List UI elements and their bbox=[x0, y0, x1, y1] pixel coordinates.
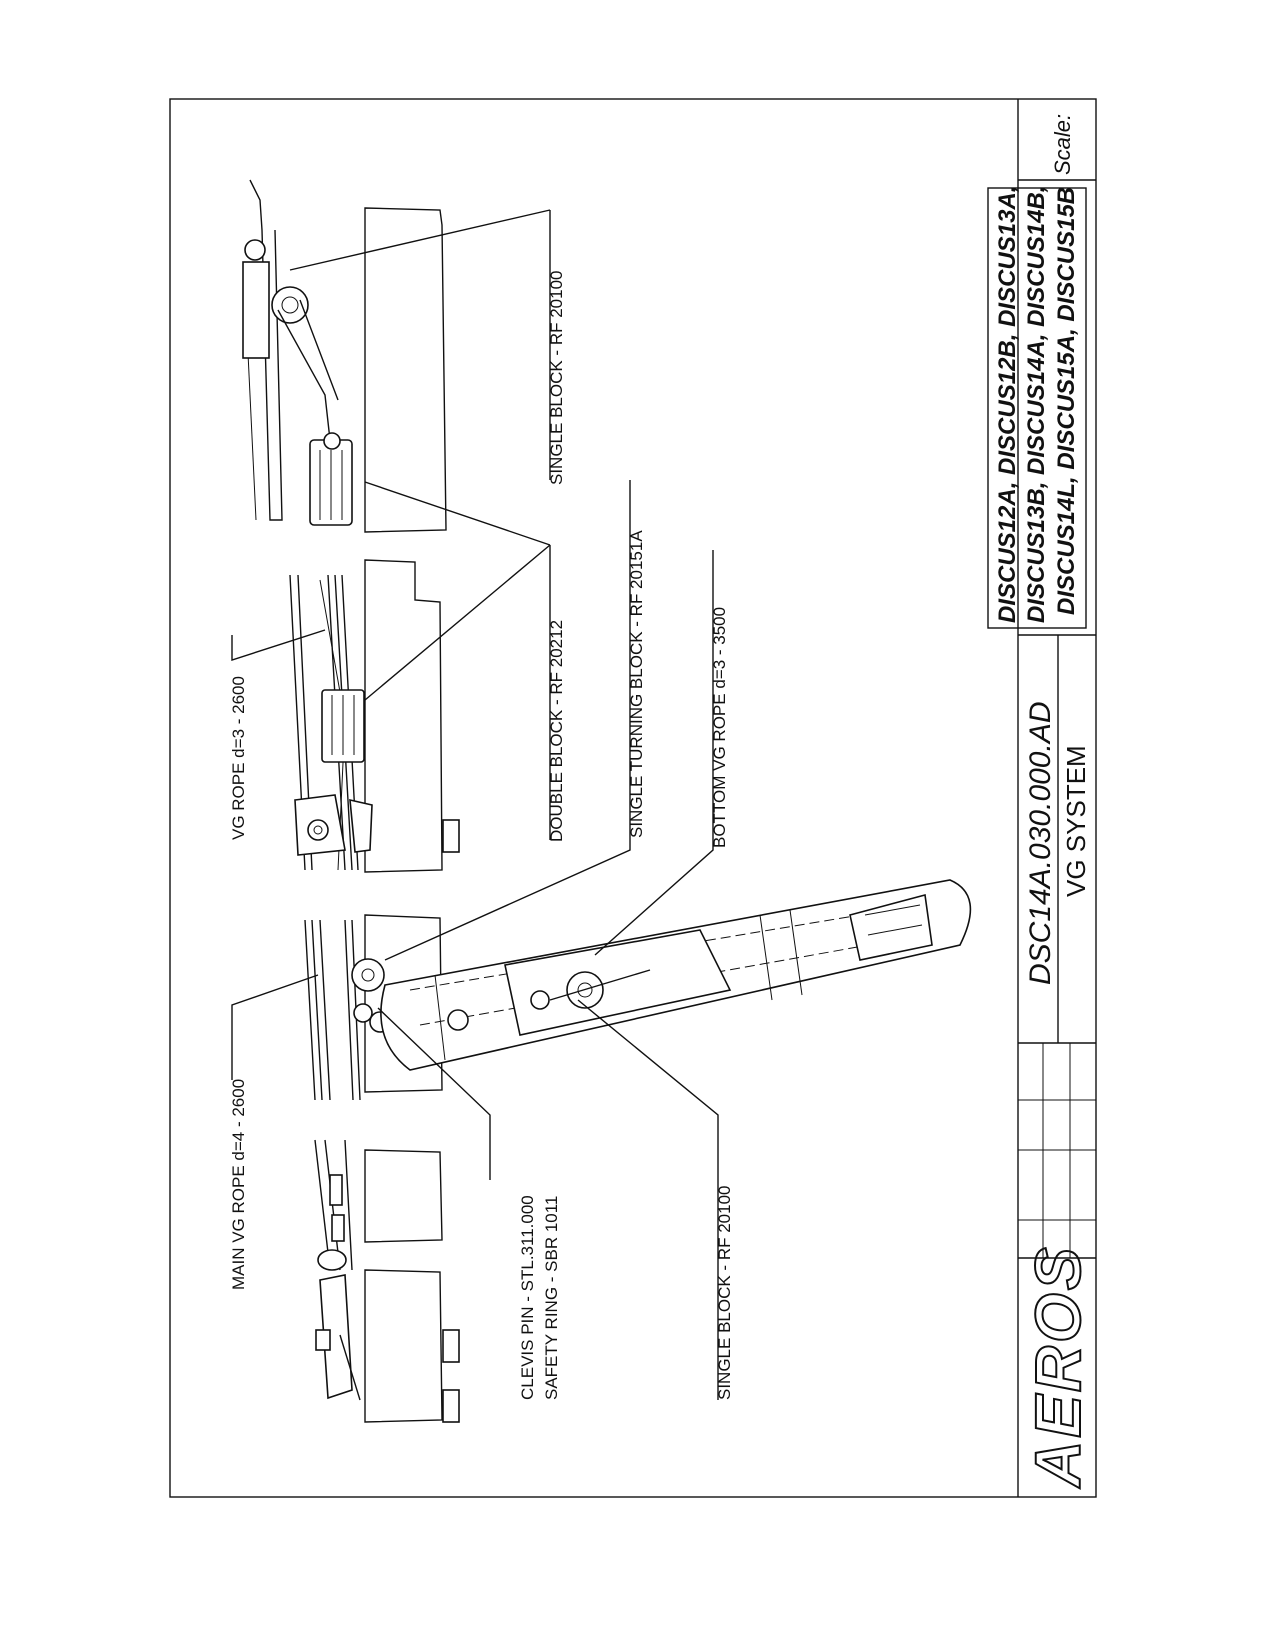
label-vg-rope: VG ROPE d=3 - 2600 bbox=[229, 676, 248, 840]
models-line-1: DISCUS12A, DISCUS12B, DISCUS13A, bbox=[994, 186, 1021, 623]
callout-labels: SINGLE BLOCK - RF 20100 SINGLE TURNING B… bbox=[229, 271, 734, 1400]
aeros-logo: AEROS bbox=[1022, 1244, 1094, 1489]
bottom-tube-section bbox=[314, 1139, 460, 1423]
label-safety-ring: SAFETY RING - SBR 1011 bbox=[542, 1196, 561, 1400]
scale-label: Scale: bbox=[1050, 114, 1075, 175]
drawing-code: DSC14A.030.000.AD bbox=[1024, 701, 1057, 985]
title-block: Scale: DISCUS12A, DISCUS12B, DISCUS13A, … bbox=[987, 99, 1096, 1497]
models-line-3: DISCUS14L, DISCUS15A, DISCUS15B bbox=[1053, 187, 1080, 615]
label-bottom-vg-rope: BOTTOM VG ROPE d=3 - 3500 bbox=[710, 607, 729, 848]
label-main-vg-rope: MAIN VG ROPE d=4 - 2600 bbox=[229, 1079, 248, 1290]
drawing-frame bbox=[169, 98, 1097, 1498]
label-single-block-bottom: SINGLE BLOCK - RF 20100 bbox=[715, 1186, 734, 1400]
vg-control-tube bbox=[380, 879, 972, 1071]
top-tube-section bbox=[242, 179, 447, 533]
label-single-turning-block: SINGLE TURNING BLOCK - RF 20151A bbox=[627, 530, 646, 838]
middle-tube-section bbox=[289, 559, 460, 873]
drawing-title: VG SYSTEM bbox=[1061, 745, 1091, 897]
leader-lines bbox=[231, 209, 719, 1400]
models-line-2: DISCUS13B, DISCUS14A, DISCUS14B, bbox=[1023, 186, 1050, 623]
label-double-block: DOUBLE BLOCK - RF 20212 bbox=[547, 620, 566, 842]
label-clevis-pin: CLEVIS PIN - STL.311.000 bbox=[518, 1195, 537, 1400]
label-single-block-top: SINGLE BLOCK - RF 20100 bbox=[547, 271, 566, 485]
